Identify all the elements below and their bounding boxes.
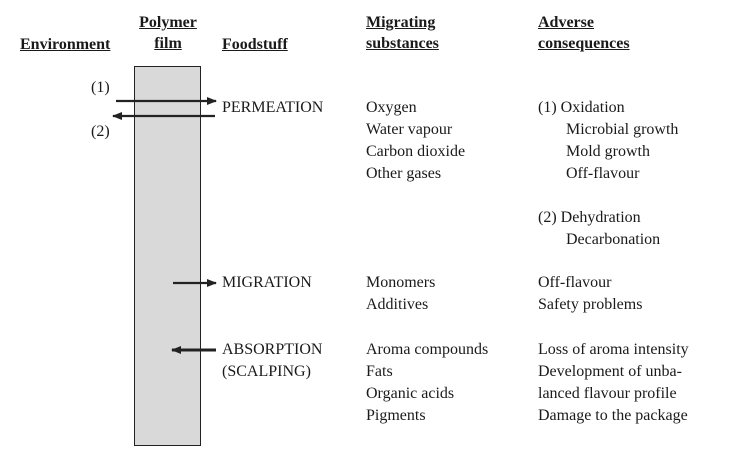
consequence-item: Development of unba- (538, 363, 682, 380)
substance-item: Water vapour (366, 121, 453, 138)
substance-item: Aroma compounds (366, 341, 489, 358)
consequence-item: Loss of aroma intensity (538, 341, 689, 358)
consequence-item: (1) Oxidation (538, 99, 625, 116)
header-migrating-line2: substances (366, 35, 439, 52)
substance-item: Fats (366, 363, 393, 380)
header-migrating-line1: Migrating (366, 14, 436, 31)
substance-item: Organic acids (366, 385, 455, 402)
direction-label-1: (1) (91, 79, 110, 96)
consequence-item: Mold growth (566, 143, 650, 160)
header-adverse-consequences: Adverse consequences (538, 12, 630, 54)
process-permeation: PERMEATION (222, 99, 324, 116)
header-polymer-line2: film (154, 35, 182, 52)
migration-consequences: Off-flavour Safety problems (538, 272, 642, 316)
absorption-label-line1: ABSORPTION (222, 341, 323, 358)
absorption-substances: Aroma compounds Fats Organic acids Pigme… (366, 339, 488, 427)
permeation-substances: Oxygen Water vapour Carbon dioxide Other… (366, 97, 465, 185)
consequence-item: Decarbonation (566, 231, 661, 248)
polymer-film-bar (134, 66, 201, 446)
header-foodstuff: Foodstuff (222, 36, 288, 53)
permeation-consequences-1: (1) Oxidation Microbial growth Mold grow… (538, 97, 678, 185)
permeation-consequences-2: (2) Dehydration Decarbonation (538, 207, 660, 251)
header-adverse-line2: consequences (538, 35, 630, 52)
consequence-item: Off-flavour (538, 274, 612, 291)
process-migration: MIGRATION (222, 274, 312, 291)
substance-item: Pigments (366, 407, 426, 424)
header-adverse-line1: Adverse (538, 14, 594, 31)
substance-item: Additives (366, 296, 429, 313)
migration-substances: Monomers Additives (366, 272, 435, 316)
substance-item: Other gases (366, 165, 442, 182)
substance-item: Monomers (366, 274, 436, 291)
consequence-item: Microbial growth (566, 121, 679, 138)
consequence-item: Safety problems (538, 296, 643, 313)
header-polymer-film: Polymer film (128, 12, 208, 54)
header-migrating-substances: Migrating substances (366, 12, 439, 54)
consequence-item: (2) Dehydration (538, 209, 641, 226)
consequence-item: Off-flavour (566, 165, 640, 182)
substance-item: Oxygen (366, 99, 417, 116)
direction-label-2: (2) (91, 123, 110, 140)
absorption-label-line2: (SCALPING) (222, 363, 311, 380)
consequence-item: lanced flavour profile (538, 385, 677, 402)
header-polymer-line1: Polymer (139, 14, 197, 31)
consequence-item: Damage to the package (538, 407, 688, 424)
header-environment: Environment (20, 36, 111, 53)
substance-item: Carbon dioxide (366, 143, 466, 160)
absorption-consequences: Loss of aroma intensity Development of u… (538, 339, 689, 427)
process-absorption: ABSORPTION (SCALPING) (222, 339, 322, 383)
